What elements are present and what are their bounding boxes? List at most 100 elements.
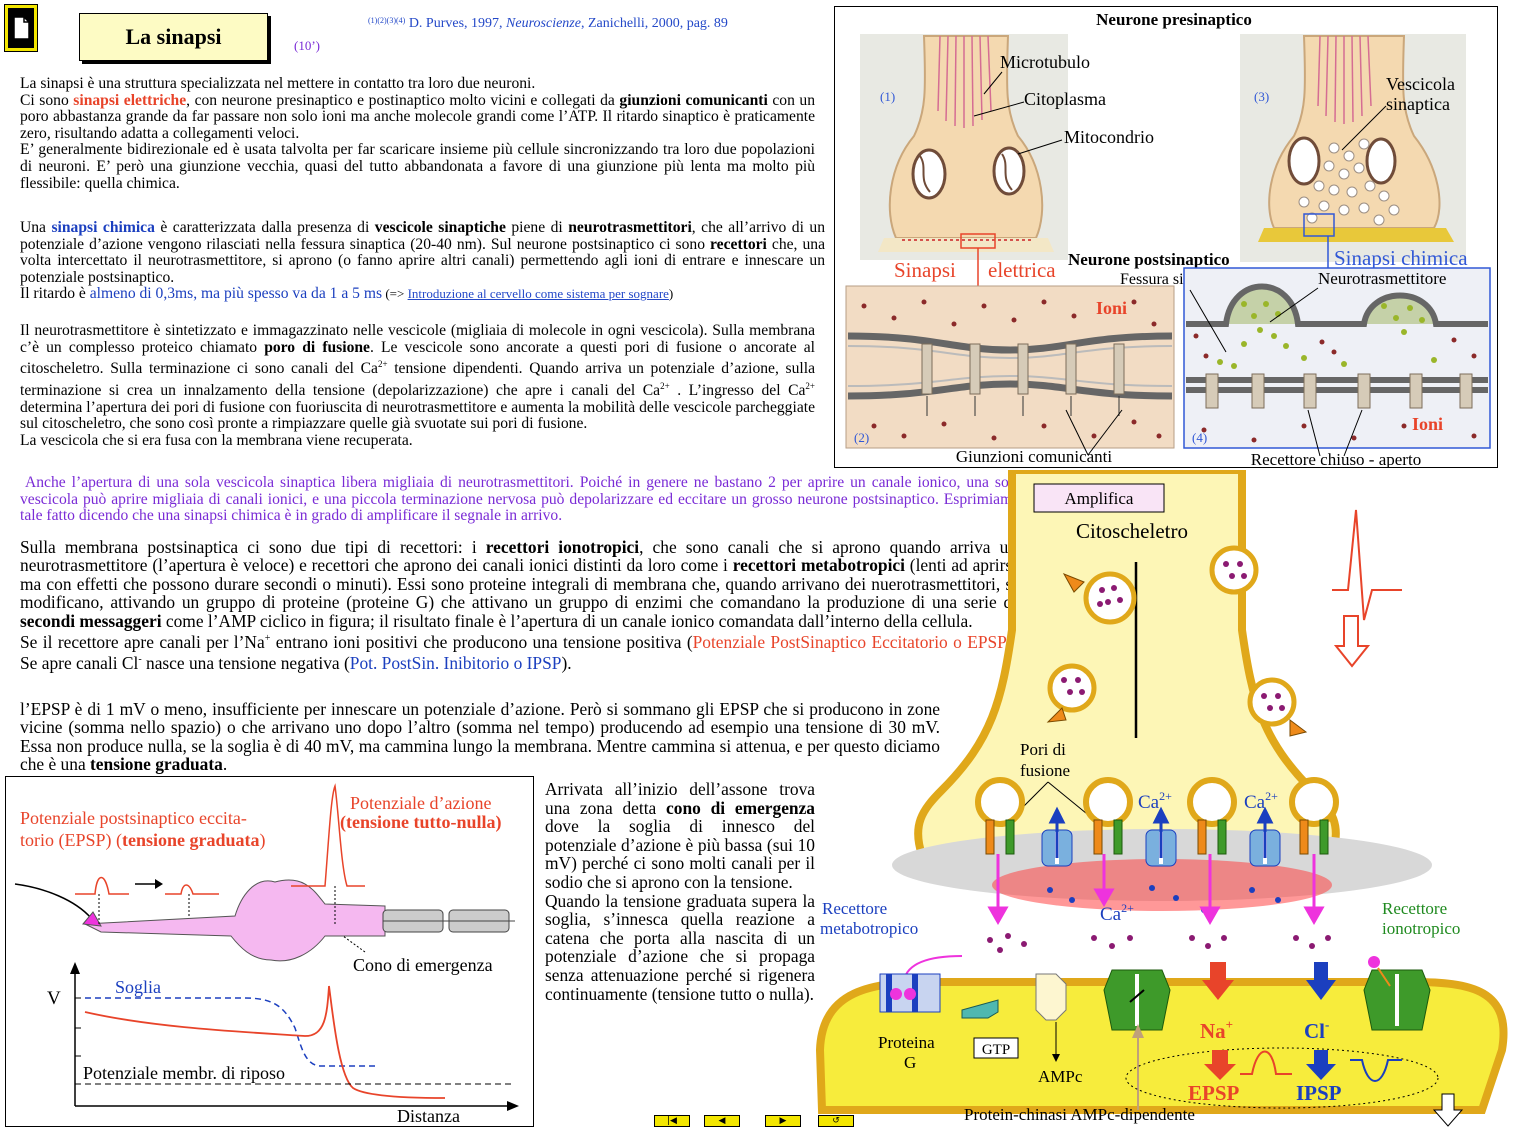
- term-fusion-pore: poro di fusione: [264, 338, 370, 356]
- next-page-button[interactable]: ▶: [765, 1115, 801, 1127]
- amplification-figure: Amplifica Citoscheletro Pori di fusione: [815, 470, 1508, 1127]
- link-close: ): [668, 286, 674, 302]
- p2-d: , che all’arrivo di un potenziale d’azio…: [20, 219, 826, 253]
- term-axon-hillock: cono di emergenza: [666, 797, 816, 818]
- down-arrow-icon: [1333, 615, 1371, 668]
- prev-page-button[interactable]: ◀: [704, 1115, 740, 1127]
- amplify-badge: [1033, 483, 1165, 513]
- p1-d: E’ generalmente bidirezionale ed è usata…: [20, 141, 815, 192]
- p2-f: Il ritardo è: [20, 285, 90, 303]
- chloride-channel: [1306, 962, 1336, 1000]
- sodium-channel: [1202, 962, 1234, 1000]
- label-distance: Distanza: [397, 1106, 460, 1126]
- threshold-curve: [85, 997, 375, 1067]
- p7-c: Quando la tensione graduata supera la so…: [545, 890, 815, 1004]
- p2-e: che, una volta intercettato il neurotras…: [20, 235, 825, 286]
- p3-sup2: 2+: [660, 380, 670, 391]
- term-graded-potential: tensione graduata: [90, 754, 223, 775]
- p5-b: , che sono canali che si aprono quando a…: [20, 537, 1017, 576]
- p2-a: Una: [20, 219, 52, 236]
- p3-sup3: 2+: [805, 380, 815, 391]
- label-ions-1: Ioni: [1096, 298, 1127, 318]
- term-metabotropic: recettori metabotropici: [732, 555, 905, 576]
- label-action-potential-2: (tensione tutto-nulla): [340, 812, 502, 833]
- chemical-synapse-panel: Ioni Neurotrasmettitore (4): [1183, 267, 1491, 449]
- p5-c: (lenti ad aprirsi ma con effetti che pos…: [20, 555, 1018, 613]
- label-fusion-pores-2: fusione: [1020, 761, 1070, 780]
- first-page-button[interactable]: |◀: [654, 1115, 690, 1127]
- paragraph-fusion: Il neurotrasmettitore è sintetizzato e i…: [20, 322, 815, 450]
- p3-a: Il neurotrasmettitore è sintetizzato e i…: [20, 322, 815, 356]
- label-na: Na+: [1200, 1017, 1233, 1043]
- page-title: La sinapsi: [125, 24, 222, 49]
- term-second-messengers: secondi messaggeri: [20, 610, 162, 631]
- p7-a: Arrivata all’inizio dell’assone trova un…: [545, 779, 815, 818]
- paragraph-summation: l’EPSP è di 1 mV o meno, insufficiente p…: [20, 700, 940, 774]
- label-resting-potential: Potenziale membr. di riposo: [83, 1063, 285, 1083]
- page-glyph-icon: [8, 8, 34, 48]
- presynaptic-terminal-3: [1240, 34, 1466, 268]
- p3-sup1: 2+: [377, 359, 388, 370]
- p5-i: ).: [561, 653, 572, 674]
- label-gtp: GTP: [982, 1042, 1010, 1058]
- citation: (1)(2)(3)(4) D. Purves, 1997, Neuroscien…: [368, 16, 728, 32]
- label-n2: (2): [854, 430, 869, 445]
- p3-c: tensione dipendenti. Quando arriva un po…: [20, 360, 815, 400]
- label-protein-kinase: Protein-chinasi AMPc-dipendente: [964, 1105, 1195, 1124]
- label-cytoskeleton: Citoscheletro: [1076, 519, 1188, 543]
- paragraph-receptors: Sulla membrana postsinaptica ci sono due…: [20, 537, 1018, 674]
- docked-vesicles: [975, 777, 1339, 855]
- label-n1: (1): [880, 89, 895, 104]
- back-button[interactable]: ↺: [818, 1115, 854, 1127]
- p5-e: Se il recettore apre canali per l’Na: [20, 631, 265, 652]
- dream-brain-link[interactable]: Introduzione al cervello come sistema pe…: [407, 286, 669, 302]
- label-gap-junctions: Giunzioni comunicanti: [956, 447, 1113, 466]
- term-chemical-synapse: sinapsi chimica: [51, 219, 155, 236]
- label-vesicle-1: Vescicola: [1386, 74, 1455, 94]
- epsp-trace-1: [75, 876, 129, 895]
- label-metabotropic-2: metabotropico: [820, 919, 918, 938]
- term-epsp: Potenziale PostSinaptico Eccitatorio o E…: [692, 631, 1007, 652]
- term-ipsp: Pot. PostSin. Inibitorio o IPSP: [349, 653, 562, 674]
- label-vesicle-2: sinaptica: [1386, 94, 1450, 114]
- term-gap-junctions: giunzioni comunicanti: [619, 91, 768, 109]
- p5-sup-na: +: [264, 633, 271, 645]
- label-threshold: Soglia: [115, 977, 161, 997]
- cyclic-nucleotide-channel: [1103, 969, 1171, 1031]
- citation-book: Neuroscienze: [506, 16, 581, 31]
- p3-d: . L’ingresso del Ca: [669, 382, 806, 400]
- action-potential-spike: [291, 783, 365, 887]
- ionotropic-receptor: [1363, 956, 1431, 1031]
- label-ca-2: Ca2+: [1244, 789, 1278, 813]
- label-action-potential-1: Potenziale d’azione: [350, 793, 491, 813]
- p3-f: La vescicola che si era fusa con la memb…: [20, 431, 413, 449]
- p5-a: Sulla membrana postsinaptica ci sono due…: [20, 537, 486, 557]
- label-chemical-synapse: Sinapsi chimica: [1334, 246, 1468, 270]
- membrane-potential-curve: [84, 985, 446, 1099]
- graded-vs-action-potential-figure: Potenziale postsinaptico eccita- torio (…: [5, 776, 534, 1127]
- floating-vesicles: [1046, 545, 1308, 737]
- p5-h: nasce una tensione negativa (: [141, 653, 350, 674]
- label-ampc: AMPc: [1038, 1067, 1083, 1086]
- label-n4: (4): [1192, 430, 1207, 445]
- g-protein: [961, 999, 999, 1019]
- label-mitochondrion: Mitocondrio: [1064, 127, 1154, 147]
- label-microtubule: Microtubulo: [1000, 52, 1090, 72]
- label-postsynaptic: Neurone postsinaptico: [1068, 250, 1230, 269]
- p1-intro: La sinapsi è una struttura specializzata…: [20, 75, 536, 92]
- label-ca-3: Ca2+: [1100, 901, 1134, 925]
- label-ca-1: Ca2+: [1138, 789, 1172, 813]
- label-amplify: Amplifica: [1065, 489, 1134, 508]
- citation-author: D. Purves, 1997,: [408, 16, 503, 31]
- paragraph-amplify: Anche l’apertura di una sola vescicola s…: [20, 474, 1020, 525]
- label-n3: (3): [1254, 89, 1269, 104]
- next-page-icon: ▶: [779, 1116, 787, 1126]
- term-ionotropic: recettori ionotropici: [485, 537, 640, 557]
- paragraph-axon-hillock: Arrivata all’inizio dell’assone trova un…: [545, 780, 815, 1003]
- term-electrical-synapse: sinapsi elettriche: [73, 91, 187, 109]
- p2-c: piene di: [505, 219, 569, 236]
- label-epsp: EPSP: [1188, 1081, 1240, 1105]
- label-ionotropic-1: Recettore: [1382, 899, 1447, 918]
- document-icon[interactable]: [4, 4, 38, 52]
- label-ions-2: Ioni: [1412, 414, 1443, 434]
